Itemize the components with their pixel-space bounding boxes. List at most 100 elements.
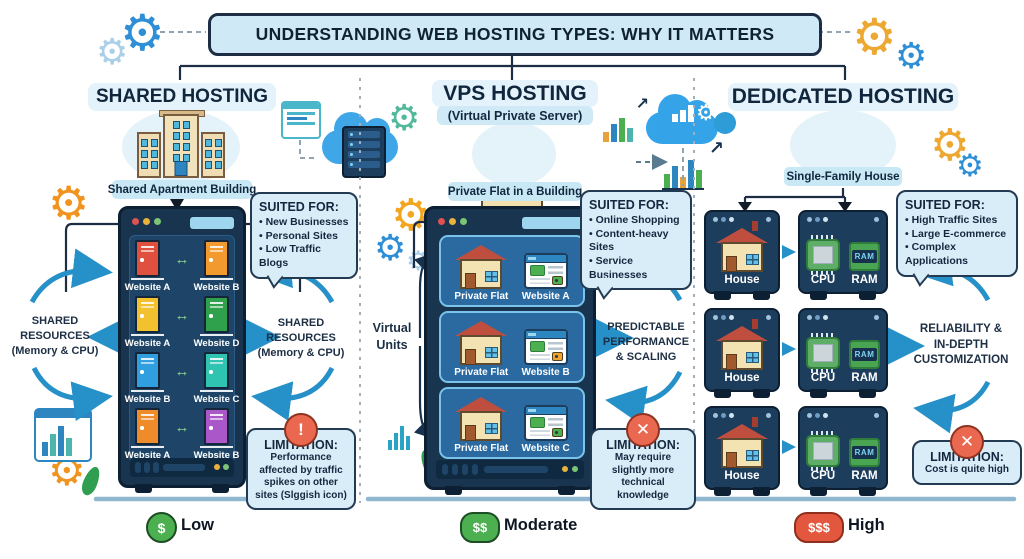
house-icon [455, 397, 508, 441]
ram-chip-icon: RAM [849, 438, 880, 467]
house-icon [455, 245, 508, 289]
suited-item: Complex Applications [905, 241, 1009, 268]
cpu-label: CPU [810, 372, 836, 384]
shared-resources-note-right: SHARED RESOURCES (Memory & CPU) [257, 317, 345, 359]
rack-panel: Website A ↔ Website B Website A ↔ Websit… [125, 235, 239, 463]
website-label: Website A [124, 282, 171, 293]
cpu-label: CPU [810, 274, 836, 286]
gear-icon: ⚙ [391, 191, 431, 240]
gear-icon: ⚙ [374, 227, 407, 268]
cost-label-vps: Moderate [504, 516, 578, 534]
virtual-unit-panel: Private Flat Website B [439, 311, 585, 383]
vps-analogy-label: Private Flat in a Building [448, 182, 582, 201]
apartment-building-icon [137, 110, 225, 178]
rack-vents [130, 458, 234, 477]
cost-label-shared: Low [181, 516, 214, 534]
flat-label: Private Flat [454, 443, 509, 454]
door-icon [204, 352, 229, 389]
limitation-text: May require slightly more technical know… [611, 452, 675, 501]
vps-benefit-note: PREDICTABLE PERFORMANCE & SCALING [602, 321, 690, 363]
rack-foot [135, 484, 152, 493]
door-icon [204, 408, 229, 445]
dedicated-house-box: House [704, 308, 780, 398]
ram-label: RAM [851, 274, 878, 286]
house-icon [716, 417, 768, 468]
door-icon [135, 352, 160, 389]
shared-resources-note-left: SHARED RESOURCES (Memory & CPU) [11, 315, 99, 357]
door-icon [135, 240, 160, 277]
cpu-chip-icon [806, 431, 840, 471]
house-label: House [724, 470, 760, 482]
dedicated-analogy-label: Single-Family House [784, 167, 902, 186]
rack-foot [445, 486, 462, 495]
website-icon [523, 253, 568, 289]
trend-arrow-icon: ↗ [635, 96, 649, 113]
shared-limitation-box: ! LIMITATION: Performance affected by tr… [246, 413, 356, 510]
website-label: Website B [124, 394, 171, 405]
limitation-text: Performance affected by traffic spikes o… [255, 452, 347, 501]
row-arrow-icons [782, 245, 796, 454]
rack-screen [190, 217, 234, 229]
suited-item: Online Shopping [589, 214, 683, 228]
rack-row: Website A ↔ Website B [125, 408, 239, 461]
flat-label: Private Flat [454, 367, 509, 378]
website-label: Website B [193, 282, 240, 293]
dedicated-limitation-box: ✕ LIMITATION: Cost is quite high [912, 425, 1022, 485]
cross-icon: ✕ [950, 425, 984, 459]
gear-icon: ⚙ [956, 148, 984, 183]
suited-heading: SUITED FOR: [905, 198, 985, 212]
cost-badge-dedicated: $$$ [794, 512, 844, 543]
cloud-icon [646, 94, 718, 144]
flat-label: Private Flat [454, 291, 509, 302]
house-label: House [724, 372, 760, 384]
gear-icon: ⚙ [895, 35, 928, 76]
website-label: Website B [193, 450, 240, 461]
rack-vents [436, 460, 584, 479]
rack-row: Website B ↔ Website C [125, 352, 239, 405]
house-icon [716, 319, 768, 370]
gear-icon: ⚙ [388, 97, 421, 138]
ram-label: RAM [851, 372, 878, 384]
suited-item: Service Businesses [589, 255, 683, 282]
website-label: Website C [521, 443, 570, 454]
cpu-chip-icon [806, 333, 840, 373]
vps-hosting-header: VPS HOSTING [432, 80, 598, 107]
gear-icon: ⚙ [696, 100, 716, 125]
flat-halo [472, 122, 556, 186]
browser-list-icon [281, 101, 321, 139]
website-label: Website C [193, 394, 240, 405]
ram-label: RAM [851, 470, 878, 482]
website-label: Website A [521, 291, 570, 302]
gear-icon: ⚙ [120, 5, 165, 61]
page-title: UNDERSTANDING WEB HOSTING TYPES: WHY IT … [208, 13, 822, 56]
cross-icon: ✕ [626, 413, 660, 447]
rack-status-lights [438, 218, 445, 225]
door-icon [135, 296, 160, 333]
vps-limitation-box: ✕ LIMITATION: May require slightly more … [590, 413, 696, 510]
rack-row: Website A ↔ Website B [125, 240, 239, 293]
door-icon [135, 408, 160, 445]
dedicated-house-box: House [704, 406, 780, 496]
double-arrow-icon: ↔ [174, 307, 190, 324]
lock-icon [551, 428, 563, 437]
gear-icon: ⚙ [48, 177, 90, 229]
suited-item: Large E-commerce [905, 228, 1009, 242]
bar-chart-icon: ↗ [603, 96, 649, 142]
suited-item: Personal Sites [259, 230, 349, 244]
dedicated-hosting-header: DEDICATED HOSTING [728, 83, 958, 111]
limitation-text: Cost is quite high [925, 464, 1009, 475]
mini-bar-chart-icon [388, 424, 410, 450]
dedicated-suited-box: SUITED FOR: High Traffic Sites Large E-c… [896, 190, 1018, 277]
cloud-server-stack-icon [342, 126, 386, 178]
vps-server-rack: Private Flat Website A Private Flat Webs… [424, 206, 596, 495]
lock-icon [551, 276, 563, 285]
suited-item: New Businesses [259, 216, 349, 230]
rack-status-lights [132, 218, 139, 225]
suited-heading: SUITED FOR: [259, 200, 339, 214]
cost-label-dedicated: High [848, 516, 885, 534]
virtual-units-note: Virtual Units [372, 321, 412, 352]
suited-item: Content-heavy Sites [589, 228, 683, 255]
house-icon [716, 221, 768, 272]
